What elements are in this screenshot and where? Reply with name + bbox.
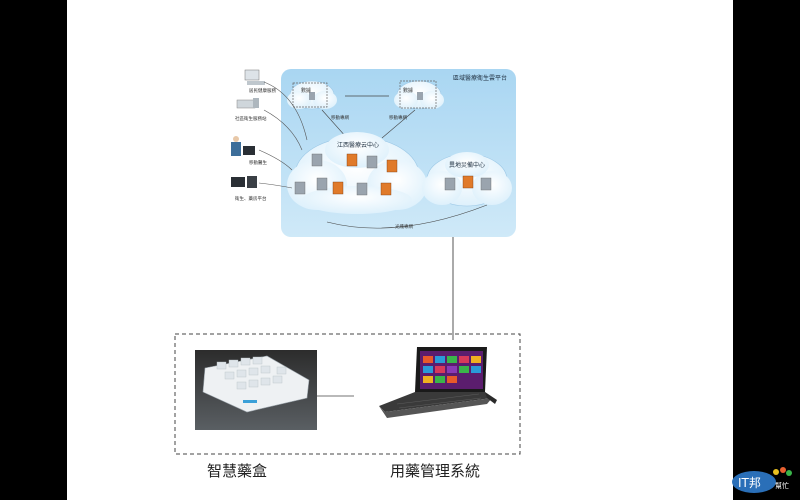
desktop-computer-icon [244, 69, 265, 85]
link-label-right: 移動專網 [389, 114, 407, 121]
main-cloud-label: 江西醫療云中心 [337, 141, 379, 149]
client-label-2: 社區衛生服務站 [235, 115, 267, 122]
link-line-left [321, 109, 348, 139]
client-3: 移動醫生 [231, 136, 267, 166]
system-diagram: 區域醫療衛生雲平台 數據 數據 移動專網 移動專網 [174, 69, 521, 455]
client-1: 居民健康服務 [244, 69, 276, 94]
client-label-4: 衛生、藥房平台 [235, 195, 267, 202]
data-server-cloud-left [287, 80, 337, 110]
tablet-device [354, 340, 519, 444]
tablet-screen-tiles [423, 356, 481, 383]
link-label-left: 移動專網 [331, 114, 349, 121]
bottom-link-label: 光纖專網 [395, 223, 413, 230]
main-cloud-servers [294, 153, 398, 196]
data-server-label-left: 數據 [301, 87, 311, 94]
bottom-link-line [326, 204, 488, 229]
client-label-3: 移動醫生 [249, 159, 267, 166]
medication-system-caption: 用藥管理系統 [390, 462, 481, 480]
smart-pillbox [195, 350, 317, 430]
keyboard-keys [396, 393, 482, 409]
client-4: 衛生、藥房平台 [231, 176, 267, 202]
tablet-terminal-icon [231, 176, 257, 188]
client-links [258, 81, 308, 189]
data-server-cloud-right [394, 80, 444, 110]
it-bang-watermark: IT邦 幫忙 [732, 467, 792, 493]
device-group-box [174, 333, 521, 455]
doctor-workstation-icon [231, 136, 255, 156]
pillbox-caption: 智慧藥盒 [207, 462, 268, 480]
link-line-right [381, 109, 416, 139]
printer-terminal-icon [236, 98, 259, 109]
backup-cloud-label: 異地災備中心 [449, 161, 485, 169]
platform-title: 區域醫療衛生雲平台 [453, 74, 507, 82]
watermark-sub: 幫忙 [775, 481, 789, 490]
slide: 區域醫療衛生雲平台 數據 數據 移動專網 移動專網 [67, 0, 733, 500]
data-server-label-right: 數據 [403, 87, 413, 94]
client-label-1: 居民健康服務 [249, 87, 276, 94]
backup-cloud-servers [444, 175, 492, 191]
watermark-brand: IT邦 [738, 476, 761, 490]
client-2: 社區衛生服務站 [235, 98, 267, 122]
